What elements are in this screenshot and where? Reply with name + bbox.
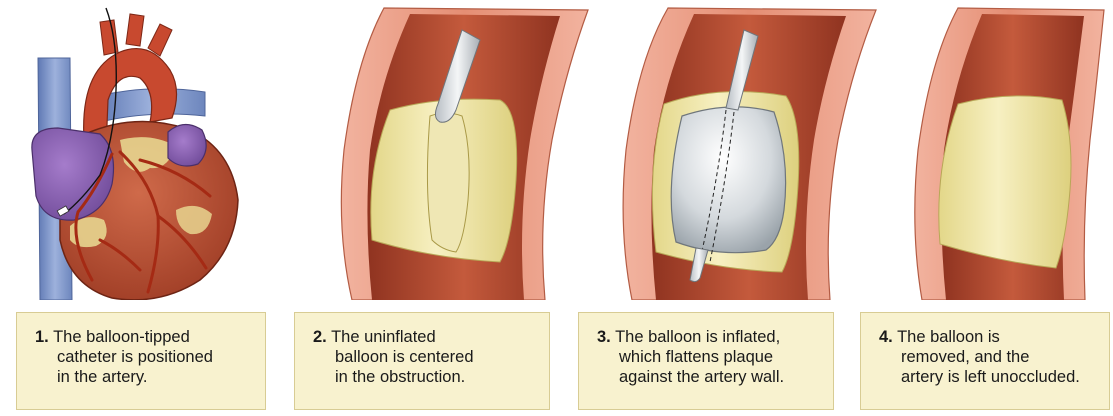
step-text-line: artery is left unoccluded. bbox=[879, 367, 1091, 387]
flattened-plaque bbox=[939, 96, 1071, 268]
step-text-line: in the artery. bbox=[35, 367, 247, 387]
step-1-caption: 1. The balloon-tipped catheter is positi… bbox=[16, 312, 266, 410]
artery-inflated-balloon bbox=[623, 8, 876, 300]
step-number: 3. bbox=[597, 328, 611, 346]
step-2-caption: 2. The uninflated balloon is centered in… bbox=[294, 312, 550, 410]
step-text-line: in the obstruction. bbox=[313, 367, 531, 387]
step-text-line: The balloon is bbox=[897, 328, 1000, 346]
left-atrial-appendage bbox=[168, 124, 206, 166]
artery-uninflated-balloon bbox=[341, 8, 588, 300]
step-text-line: The uninflated bbox=[331, 328, 436, 346]
aorta-branch bbox=[148, 24, 172, 56]
step-number: 1. bbox=[35, 328, 49, 346]
artery-unoccluded bbox=[915, 8, 1104, 300]
step-text-line: removed, and the bbox=[879, 347, 1091, 367]
step-number: 2. bbox=[313, 328, 327, 346]
step-text-line: against the artery wall. bbox=[597, 367, 815, 387]
step-text-line: catheter is positioned bbox=[35, 347, 247, 367]
step-4-caption: 4. The balloon is removed, and the arter… bbox=[860, 312, 1110, 410]
balloon-uninflated bbox=[427, 113, 469, 252]
step-text-line: which flattens plaque bbox=[597, 347, 815, 367]
step-3-caption: 3. The balloon is inflated, which flatte… bbox=[578, 312, 834, 410]
step-text-line: The balloon-tipped bbox=[53, 328, 190, 346]
aorta-branch bbox=[126, 14, 144, 46]
illustration-scene bbox=[0, 0, 1113, 300]
step-text-line: The balloon is inflated, bbox=[615, 328, 780, 346]
step-text-line: balloon is centered bbox=[313, 347, 531, 367]
heart-illustration bbox=[32, 8, 238, 300]
step-number: 4. bbox=[879, 328, 893, 346]
balloon-inflated bbox=[671, 107, 785, 253]
